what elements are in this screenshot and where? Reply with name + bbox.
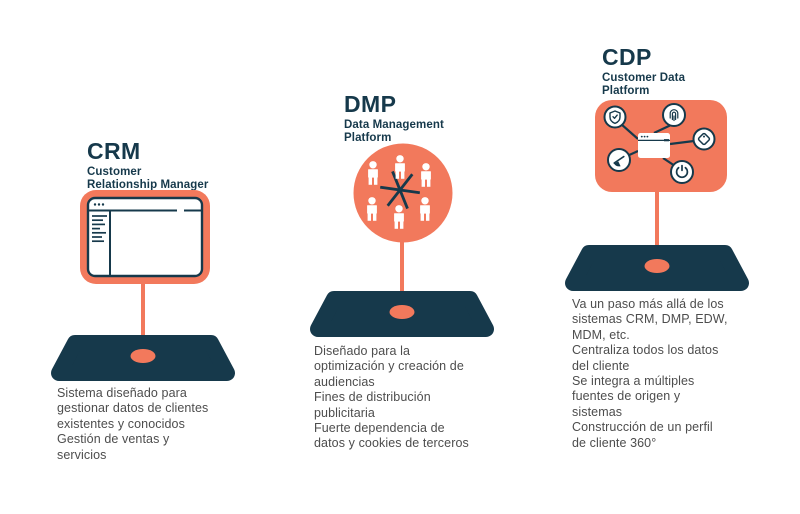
dmp-acronym: DMP [344, 91, 397, 117]
cdp-platform-base-icon [564, 244, 750, 292]
dmp-column-header: DMP Data Management Platform [344, 93, 444, 145]
network-asterisk-icon [379, 170, 421, 210]
crm-connector-line [141, 283, 145, 356]
cdp-connector-line [655, 192, 659, 266]
connected-systems-illustration [595, 100, 727, 192]
crm-full-name: Customer Relationship Manager [87, 166, 209, 191]
cdp-acronym: CDP [602, 44, 652, 70]
dmp-description: Diseñado para la optimización y creación… [314, 344, 469, 451]
browser-window-icon [80, 190, 210, 284]
cdp-description: Va un paso más allá de los sistemas CRM,… [572, 297, 728, 450]
browser-window-icon [638, 133, 670, 158]
dmp-full-name: Data Management Platform [344, 119, 444, 144]
shield-check-icon [603, 105, 627, 129]
crm-platform-base-icon [50, 334, 236, 382]
tag-icon [692, 127, 716, 151]
cdp-full-name: Customer Data Platform [602, 72, 686, 97]
crm-acronym: CRM [87, 138, 141, 164]
dmp-connector-line [400, 241, 404, 312]
fingerprint-icon [662, 103, 686, 127]
crm-description: Sistema diseñado para gestionar datos de… [57, 386, 209, 462]
cdp-column-header: CDP Customer Data Platform [602, 46, 685, 98]
gauge-icon [607, 148, 631, 172]
audience-people-icon [353, 143, 453, 243]
crm-column-header: CRM Customer Relationship Manager [87, 140, 209, 192]
power-icon [670, 160, 694, 184]
dmp-platform-base-icon [309, 290, 495, 338]
